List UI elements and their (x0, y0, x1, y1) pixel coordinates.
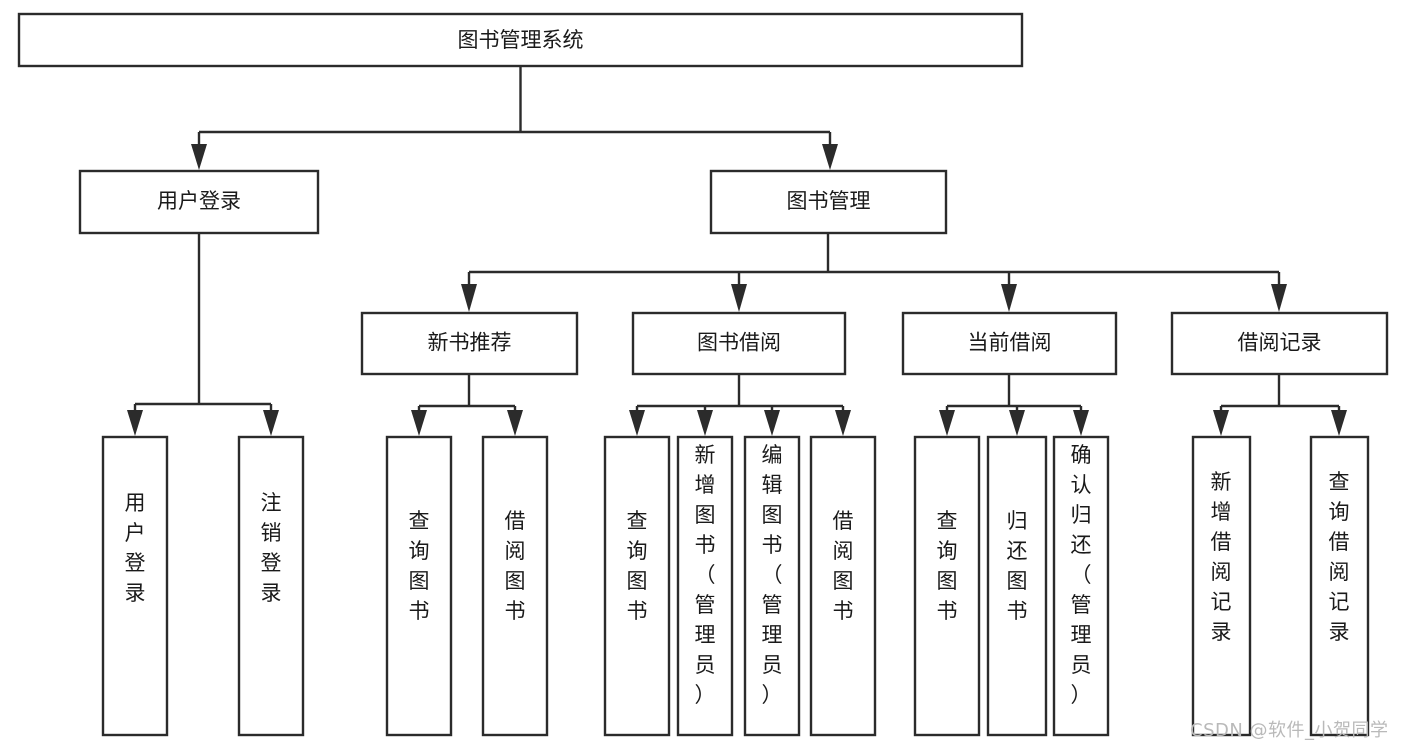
node-book-manage-label: 图书管理 (787, 189, 871, 213)
node-leaf-return-book-box[interactable] (986, 435, 1048, 737)
arrow-head-leaf-user-login (127, 410, 143, 436)
arrow-head-borrow-record (1271, 284, 1287, 312)
connector-layer (127, 66, 1347, 436)
node-root-label: 图书管理系统 (458, 28, 584, 52)
arrow-head-leaf-confirm-return (1073, 410, 1089, 436)
node-leaf-query-record[interactable]: 查询借阅记录 (1309, 435, 1370, 737)
node-user-login-label: 用户登录 (157, 189, 241, 213)
node-leaf-query-book-2-box[interactable] (603, 435, 671, 737)
node-leaf-confirm-return[interactable]: 确认归还（管理员） (1052, 435, 1110, 737)
node-new-book-recommend[interactable]: 新书推荐 (360, 311, 579, 376)
node-current-borrow-label: 当前借阅 (968, 331, 1052, 355)
node-leaf-query-book-3[interactable]: 查询图书 (913, 435, 981, 737)
arrow-head-leaf-add-book (697, 410, 713, 436)
node-leaf-add-book-box[interactable] (676, 435, 734, 737)
node-leaf-query-record-box[interactable] (1309, 435, 1370, 737)
node-book-manage[interactable]: 图书管理 (709, 169, 948, 235)
node-leaf-confirm-return-label: 确认归还（管理员） (1071, 443, 1092, 707)
node-leaf-query-book-2[interactable]: 查询图书 (603, 435, 671, 737)
arrow-head-leaf-borrow-book-1 (507, 410, 523, 436)
node-book-borrow-label: 图书借阅 (697, 331, 781, 355)
arrow-head-user-login (191, 144, 207, 170)
node-leaf-edit-book-box[interactable] (743, 435, 801, 737)
arrow-head-leaf-query-book-2 (629, 410, 645, 436)
arrow-head-new-book-recommend (461, 284, 477, 312)
node-leaf-borrow-book-2[interactable]: 借阅图书 (809, 435, 877, 737)
node-leaf-add-record-label: 新增借阅记录 (1211, 470, 1232, 644)
node-leaf-confirm-return-box[interactable] (1052, 435, 1110, 737)
node-leaf-return-book[interactable]: 归还图书 (986, 435, 1048, 737)
arrow-head-book-manage (822, 144, 838, 170)
node-leaf-return-book-label: 归还图书 (1007, 509, 1028, 623)
node-leaf-borrow-book-2-label: 借阅图书 (833, 509, 854, 623)
node-leaf-edit-book[interactable]: 编辑图书（管理员） (743, 435, 801, 737)
node-new-book-recommend-box[interactable] (360, 311, 579, 376)
node-leaf-add-book[interactable]: 新增图书（管理员） (676, 435, 734, 737)
arrow-head-leaf-query-book-1 (411, 410, 427, 436)
node-current-borrow[interactable]: 当前借阅 (901, 311, 1118, 376)
node-root[interactable]: 图书管理系统 (17, 12, 1024, 68)
node-leaf-logout-label: 注销登录 (261, 491, 282, 605)
node-leaf-user-login-box[interactable] (101, 435, 169, 737)
node-leaf-user-login-label: 用户登录 (125, 491, 146, 605)
node-leaf-borrow-book-2-box[interactable] (809, 435, 877, 737)
node-borrow-record-box[interactable] (1170, 311, 1389, 376)
node-leaf-query-record-label: 查询借阅记录 (1329, 470, 1350, 644)
node-user-login[interactable]: 用户登录 (78, 169, 320, 235)
arrow-head-leaf-add-record (1213, 410, 1229, 436)
node-leaf-query-book-1-label: 查询图书 (409, 509, 430, 623)
arrow-head-leaf-query-book-3 (939, 410, 955, 436)
arrow-head-leaf-borrow-book-2 (835, 410, 851, 436)
arrow-head-leaf-query-record (1331, 410, 1347, 436)
arrow-head-leaf-logout (263, 410, 279, 436)
node-leaf-query-book-2-label: 查询图书 (627, 509, 648, 623)
node-leaf-borrow-book-1[interactable]: 借阅图书 (481, 435, 549, 737)
node-book-borrow-box[interactable] (631, 311, 847, 376)
node-leaf-query-book-1-box[interactable] (385, 435, 453, 737)
node-leaf-query-book-3-label: 查询图书 (937, 509, 958, 623)
arrow-head-book-borrow (731, 284, 747, 312)
node-leaf-add-record[interactable]: 新增借阅记录 (1191, 435, 1252, 737)
node-user-login-box[interactable] (78, 169, 320, 235)
node-leaf-add-record-box[interactable] (1191, 435, 1252, 737)
node-leaf-query-book-3-box[interactable] (913, 435, 981, 737)
node-leaf-logout[interactable]: 注销登录 (237, 435, 305, 737)
node-book-borrow[interactable]: 图书借阅 (631, 311, 847, 376)
arrow-head-current-borrow (1001, 284, 1017, 312)
csdn-watermark: CSDN @软件_小贺同学 (1190, 720, 1389, 741)
node-leaf-add-book-label: 新增图书（管理员） (695, 443, 716, 707)
node-leaf-borrow-book-1-label: 借阅图书 (505, 509, 526, 623)
arrow-head-leaf-return-book (1009, 410, 1025, 436)
node-leaf-logout-box[interactable] (237, 435, 305, 737)
node-book-manage-box[interactable] (709, 169, 948, 235)
node-root-box[interactable] (17, 12, 1024, 68)
node-current-borrow-box[interactable] (901, 311, 1118, 376)
node-leaf-borrow-book-1-box[interactable] (481, 435, 549, 737)
arrow-head-leaf-edit-book (764, 410, 780, 436)
node-borrow-record[interactable]: 借阅记录 (1170, 311, 1389, 376)
node-leaf-edit-book-label: 编辑图书（管理员） (762, 443, 783, 707)
node-leaf-query-book-1[interactable]: 查询图书 (385, 435, 453, 737)
node-leaf-user-login[interactable]: 用户登录 (101, 435, 169, 737)
node-borrow-record-label: 借阅记录 (1238, 331, 1322, 355)
node-new-book-recommend-label: 新书推荐 (428, 331, 512, 355)
